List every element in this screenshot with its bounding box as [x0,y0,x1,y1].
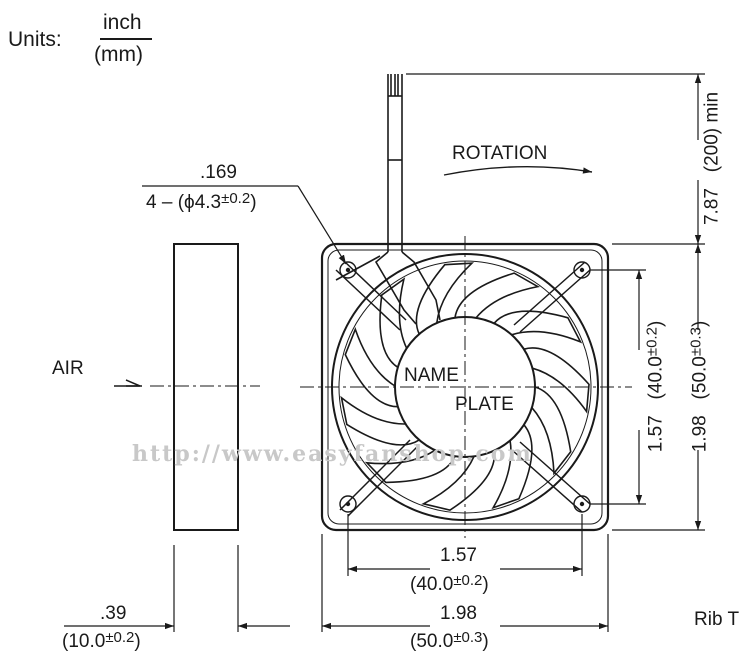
rotation-arrow [443,165,593,176]
fan-blade [454,272,541,319]
size-vertical-inch: 1.98 [689,415,711,453]
air-flow-arrow [114,379,142,387]
size-horizontal-tol: ±0.3 [453,629,483,646]
lead-length-dimension [406,73,705,245]
units-fraction-bar [100,38,152,40]
phi-symbol: ϕ [184,192,195,213]
thickness-dimension [64,545,290,632]
fan-blade [344,327,398,408]
units-label: Units: [8,28,62,51]
rib-label: Rib T [694,609,740,630]
hole-pitch-horizontal-mm-value: (40.0 [410,574,454,595]
units-numerator: inch [103,11,142,34]
lead-wire [335,74,441,325]
size-horizontal-mm: (50.0±0.3) [410,630,489,651]
fan-centerlines [300,236,632,538]
size-vertical-dimension [612,244,705,531]
mount-hole-tolerance: ±0.2 [221,190,251,207]
size-horizontal-mm-value: (50.0 [410,631,454,652]
mount-hole-suffix: ) [250,192,257,213]
size-vertical-mm: (50.0 [689,356,711,400]
thickness-close: ) [134,631,141,652]
fan-blade [523,347,590,414]
fan-blade [415,262,475,335]
fan-blade [340,395,420,446]
name-plate-line1: NAME [404,365,459,386]
fan-blade [421,450,496,511]
fan-blade [364,449,456,484]
hole-pitch-horizontal-inch: 1.57 [440,545,477,566]
hole-pitch-horizontal-tol: ±0.2 [453,572,483,589]
fan-blades [340,262,590,511]
hole-pitch-vertical-inch: 1.57 [645,415,667,453]
thickness-tol: ±0.2 [105,629,135,646]
hole-pitch-horizontal-close: ) [482,574,489,595]
lead-length-mm: (200) min [701,91,723,173]
mount-hole-mm: 4 – (ϕ4.3±0.2) [146,191,257,212]
size-vertical-label: 1.98 (50.0±0.3) [687,312,711,462]
size-horizontal-close: ) [482,631,489,652]
hole-pitch-vertical-close: ) [645,320,667,328]
rotation-label: ROTATION [452,143,548,164]
size-horizontal-dimension [321,534,609,632]
hole-pitch-vertical-mm: (40.0 [645,356,667,400]
watermark: http://www.easyfanshop.com [132,441,533,467]
mount-hole-value: 4.3 [194,192,222,213]
size-vertical-close: ) [689,320,711,328]
size-horizontal-inch: 1.98 [440,603,477,624]
hole-pitch-horizontal-dimension [347,514,583,576]
hole-pitch-horizontal-mm: (40.0±0.2) [410,573,489,594]
fan-blade [379,277,408,368]
size-vertical-tol: ±0.3 [687,327,705,357]
hole-pitch-vertical-tol: ±0.2 [643,327,661,357]
lead-length-inch: 7.87 [701,188,723,226]
thickness-mm: (10.0±0.2) [62,630,141,651]
side-view-body [173,243,239,531]
mount-hole-inch: .169 [200,162,237,183]
frame-spokes [335,261,591,517]
fan-blade [531,386,572,476]
name-plate-line2: PLATE [455,394,514,415]
fan-blade [493,310,583,344]
fan-blade [491,424,533,510]
mount-hole-leader [142,185,347,265]
thickness-mm-value: (10.0 [62,631,106,652]
thickness-inch: .39 [100,603,127,624]
mount-hole-prefix: 4 – ( [146,192,185,213]
units-denominator: (mm) [94,43,143,66]
hole-pitch-vertical-label: 1.57 (40.0±0.2) [643,312,667,462]
air-label: AIR [52,358,84,379]
hole-pitch-vertical-dimension [590,269,646,505]
lead-length-label: 7.87 (200) min [701,89,723,229]
